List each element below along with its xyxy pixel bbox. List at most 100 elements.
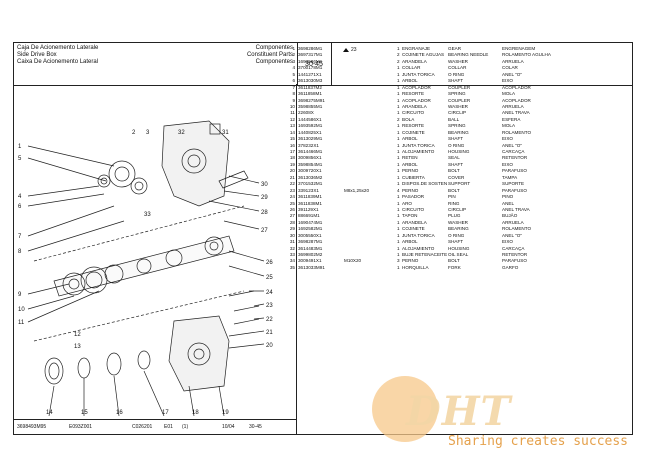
part-desc-portuguese: EIXO xyxy=(502,78,513,84)
part-desc-english: SHAFT xyxy=(448,239,464,245)
part-number: 3613033M91 xyxy=(298,264,325,270)
part-desc-portuguese: ENGRENAGEM xyxy=(502,46,536,51)
part-desc-portuguese: RETENTOR xyxy=(502,155,528,161)
part-desc-portuguese: RETENTOR xyxy=(502,252,528,257)
part-quantity: 1 xyxy=(397,213,400,219)
part-desc-spanish: ARBOL xyxy=(402,136,418,142)
part-desc-spanish: PERNO xyxy=(402,168,419,174)
part-desc-english: SEAL xyxy=(448,155,460,161)
part-quantity: 1 xyxy=(397,123,400,129)
part-number: 3009720X1 xyxy=(298,168,322,174)
part-desc-english: RING xyxy=(448,200,460,206)
part-number: 3598855M1 xyxy=(298,103,323,109)
part-desc-english: COUPLER xyxy=(448,84,471,90)
part-desc-spanish: ARBOL xyxy=(402,239,418,245)
part-quantity: 1 xyxy=(397,174,400,180)
part-ref: 7 xyxy=(292,84,295,90)
callout-12: 12 xyxy=(74,332,81,338)
part-dimension: M8x1,25x20 xyxy=(344,187,370,193)
part-desc-portuguese: COLAR xyxy=(502,65,518,71)
part-desc-spanish: JUNTA TORICA xyxy=(402,142,435,148)
footer-code-b: C026201 xyxy=(132,424,153,430)
part-desc-english: CIRCLIP xyxy=(448,206,467,212)
part-number: 3614466M1 xyxy=(298,149,323,154)
part-number: 3009491X1 xyxy=(298,258,322,264)
part-number: 3611839M1 xyxy=(298,194,322,200)
part-quantity: 1 xyxy=(397,239,400,245)
part-number: 3613036M2 xyxy=(298,174,323,180)
lower-housing-shape xyxy=(168,315,230,392)
footer-page: 30-45 xyxy=(249,424,262,430)
part-desc-english: O RING xyxy=(448,71,465,77)
part-quantity: 1 xyxy=(397,71,400,77)
part-desc-spanish: ARANDELA xyxy=(402,219,427,225)
title-left: Side Drive Box xyxy=(17,52,57,58)
part-ref: 25 xyxy=(289,200,295,206)
part-desc-english: SPRING xyxy=(448,91,466,97)
part-desc-english: WASHER xyxy=(448,58,468,64)
part-desc-english: WASHER xyxy=(448,219,468,225)
part-desc-portuguese: MOLA xyxy=(502,91,516,97)
callout-32: 32 xyxy=(178,130,185,136)
part-number: 3699802M2 xyxy=(298,252,323,257)
part-desc-english: BOLT xyxy=(448,258,460,264)
part-desc-portuguese: ANEL "O" xyxy=(502,232,522,238)
part-ref: 2 xyxy=(292,52,295,58)
part-quantity: 4 xyxy=(397,187,400,193)
title-line-portuguese: Caixa De Acionemento Lateral Componentes xyxy=(17,59,293,66)
title-left: Caja De Acionemento Laterale xyxy=(17,45,99,51)
sheet-footer: 3698493M95 E093Z001 C026201 E01 (1) 10/0… xyxy=(14,419,297,434)
part-desc-english: HOUSING xyxy=(448,149,470,154)
part-desc-spanish: ARBOL xyxy=(402,161,418,167)
part-desc-spanish: RETEN xyxy=(402,155,418,161)
parts-catalog-sheet: Caja De Acionemento Laterale Componentes… xyxy=(13,42,633,435)
part-number: 3598854M1 xyxy=(298,161,323,167)
part-ref: 30 xyxy=(289,232,295,238)
part-desc-portuguese: ROLAMENTO AGULHA xyxy=(502,52,551,58)
part-number: 3698275M91 xyxy=(298,97,325,103)
part-ref: 13 xyxy=(289,123,295,129)
part-desc-portuguese: ANEL TRAVA xyxy=(502,206,530,212)
part-ref: 26 xyxy=(289,206,295,212)
part-number: 3611838M1 xyxy=(298,200,322,206)
part-desc-english: COUPLER xyxy=(448,97,471,103)
part-desc-portuguese: PINO xyxy=(502,194,514,200)
part-desc-spanish: CIRCUITO xyxy=(402,110,425,116)
part-ref: 17 xyxy=(289,149,295,154)
part-desc-spanish: CUBIERTA xyxy=(402,174,425,180)
callout-27: 27 xyxy=(261,228,268,234)
part-number: 3698287M1 xyxy=(298,239,323,245)
part-ref: 11 xyxy=(290,110,295,116)
part-ref: 28 xyxy=(289,219,295,225)
callout-21: 21 xyxy=(266,330,273,336)
part-ref: 24 xyxy=(289,194,295,200)
watermark: DHT Sharing creates success xyxy=(368,370,658,456)
header-title-block: Caja De Acionemento Laterale Componentes… xyxy=(14,43,298,85)
callout-22: 22 xyxy=(266,317,273,323)
part-ref: 27 xyxy=(289,213,295,219)
part-quantity: 1 xyxy=(397,142,400,148)
part-desc-portuguese: EIXO xyxy=(502,161,513,167)
part-desc-spanish: JUNTA TORICA xyxy=(402,71,435,77)
part-desc-spanish: BOLA xyxy=(402,116,415,122)
part-quantity: 3 xyxy=(397,258,400,264)
callout-13: 13 xyxy=(74,344,81,350)
part-desc-portuguese: CARCAÇA xyxy=(502,149,525,154)
callout-11: 11 xyxy=(18,320,25,326)
part-desc-english: HOUSING xyxy=(448,245,470,251)
